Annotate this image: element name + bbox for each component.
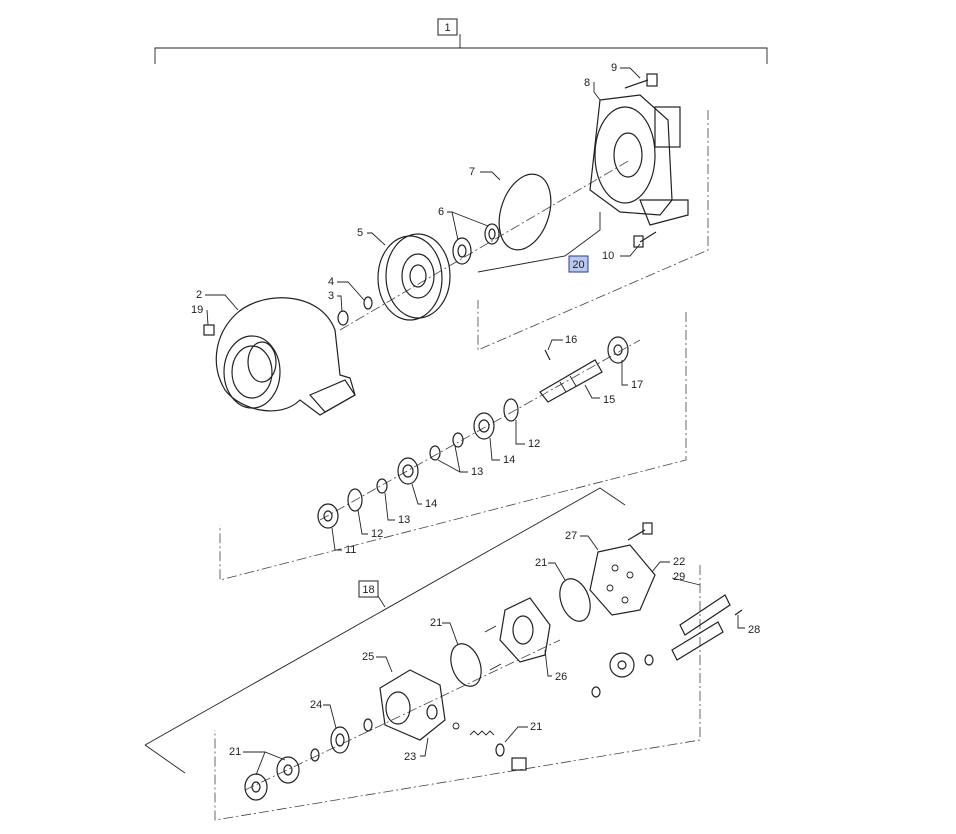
subassembly-label: 18 <box>362 584 374 596</box>
upper-phantom-boundary <box>477 110 709 351</box>
callout-8[interactable]: 8 <box>584 77 590 89</box>
assembly-label: 1 <box>444 22 450 34</box>
callout-27[interactable]: 27 <box>565 530 577 542</box>
snap-ring-part-13b[interactable] <box>376 478 388 494</box>
assembly-label-box[interactable]: 1 <box>437 18 458 36</box>
shaft-part-29[interactable] <box>671 594 731 661</box>
o-ring-part-7[interactable] <box>490 167 560 256</box>
callout-5[interactable]: 5 <box>357 227 363 239</box>
callout-22[interactable]: 22 <box>673 556 685 568</box>
highlighted-ref-label: 20 <box>572 259 584 271</box>
callout-24[interactable]: 24 <box>310 699 322 711</box>
callout-2[interactable]: 2 <box>196 289 202 301</box>
nut-part-3[interactable] <box>337 310 349 326</box>
callout-4[interactable]: 4 <box>328 276 334 288</box>
screw-part-19[interactable] <box>203 324 215 336</box>
callout-3[interactable]: 3 <box>328 290 334 302</box>
callout-13-upper[interactable]: 13 <box>471 466 483 478</box>
gear-set[interactable] <box>591 652 654 698</box>
callout-21-upper[interactable]: 21 <box>535 557 547 569</box>
callout-12-lower[interactable]: 12 <box>371 528 383 540</box>
washer-part-11[interactable] <box>317 503 339 529</box>
o-ring-part-21c[interactable] <box>495 743 505 757</box>
callout-17[interactable]: 17 <box>631 379 643 391</box>
callout-14-lower[interactable]: 14 <box>425 498 437 510</box>
callout-23[interactable]: 23 <box>404 751 416 763</box>
pump-body-part-25[interactable] <box>379 669 446 741</box>
callout-26[interactable]: 26 <box>555 671 567 683</box>
callout-21-lower-right[interactable]: 21 <box>530 721 542 733</box>
axis-line-upper <box>339 159 631 331</box>
plate-part-26[interactable] <box>484 597 551 671</box>
callout-11[interactable]: 11 <box>345 544 356 556</box>
bolt-part-27[interactable] <box>627 522 653 541</box>
plug-part[interactable] <box>511 757 527 771</box>
highlighted-ref-box[interactable]: 20 <box>568 255 589 273</box>
bolt-part-10[interactable] <box>633 231 657 248</box>
callout-7[interactable]: 7 <box>469 166 475 178</box>
retaining-ring-part-12a[interactable] <box>503 398 519 422</box>
callout-13-lower[interactable]: 13 <box>398 514 410 526</box>
leader-lines <box>205 67 745 776</box>
washer-part-4[interactable] <box>363 296 373 310</box>
ref-20-bracket <box>477 212 601 273</box>
cover-part-22[interactable] <box>589 544 656 616</box>
callout-10[interactable]: 10 <box>602 250 614 262</box>
callout-9[interactable]: 9 <box>611 62 617 74</box>
shaft-part-15[interactable] <box>539 359 603 403</box>
callout-12-upper[interactable]: 12 <box>528 438 540 450</box>
callout-25[interactable]: 25 <box>362 651 374 663</box>
middle-phantom-boundary <box>219 312 687 581</box>
o-ring-part-21b[interactable] <box>445 640 486 691</box>
o-ring-part-21a[interactable] <box>554 575 595 626</box>
callout-28[interactable]: 28 <box>748 624 760 636</box>
pin-part-16[interactable] <box>544 349 551 361</box>
callout-15[interactable]: 15 <box>603 394 615 406</box>
backplate-part-5[interactable] <box>377 233 451 321</box>
bushing-part-21d[interactable] <box>244 756 300 801</box>
lower-phantom-boundary <box>214 565 701 821</box>
bearing-part-6[interactable] <box>452 223 500 265</box>
callout-21-mid[interactable]: 21 <box>430 617 442 629</box>
bolt-part-9[interactable] <box>624 73 658 89</box>
callout-29[interactable]: 29 <box>673 571 685 583</box>
pump-casing-part-2[interactable] <box>215 297 356 416</box>
callout-labels: 9 8 7 6 5 10 2 19 4 3 16 17 15 12 14 13 … <box>191 62 760 763</box>
callout-6[interactable]: 6 <box>438 206 444 218</box>
snap-ring-part-13a[interactable] <box>429 432 464 461</box>
callout-21-lower-left[interactable]: 21 <box>229 746 241 758</box>
pin-part-28[interactable] <box>734 609 743 616</box>
seal-part-17[interactable] <box>607 336 629 364</box>
callout-19[interactable]: 19 <box>191 304 203 316</box>
bearing-part-14b[interactable] <box>397 457 419 485</box>
seal-part-24[interactable] <box>310 718 373 762</box>
callout-16[interactable]: 16 <box>565 334 577 346</box>
callout-14-upper[interactable]: 14 <box>503 454 515 466</box>
bearing-housing-part[interactable] <box>589 94 689 226</box>
subassembly-label-box[interactable]: 18 <box>358 580 379 598</box>
spring-part[interactable] <box>452 722 495 736</box>
axis-line-lower <box>244 639 561 791</box>
bearing-part-14a[interactable] <box>473 412 495 440</box>
subassembly-bracket <box>144 487 626 746</box>
retaining-ring-part-12b[interactable] <box>347 488 363 512</box>
assembly-bracket <box>154 34 768 64</box>
